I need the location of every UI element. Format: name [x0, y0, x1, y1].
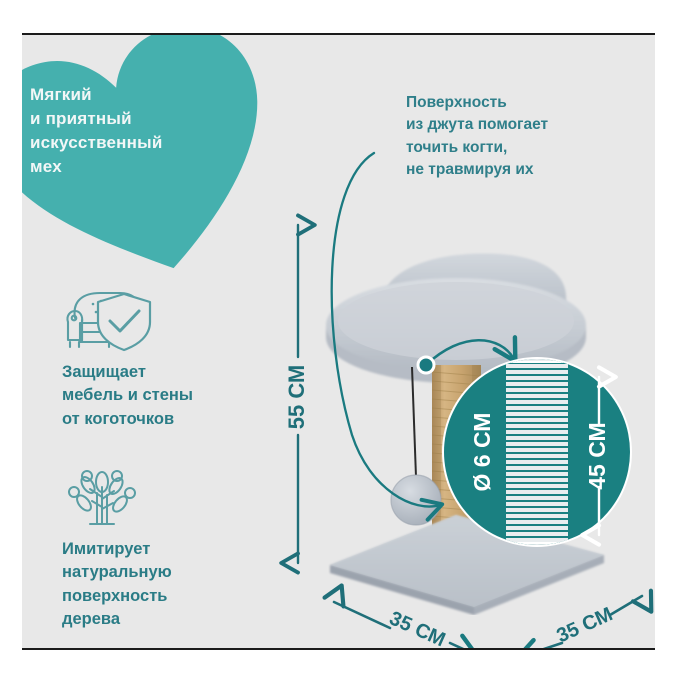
cat-tree-product-illustration [304, 215, 655, 615]
feature-natural-wood-surface: Имитирует натуральную поверхность дерева [62, 467, 277, 632]
feature-label: Защищает мебель и стены от коготочков [62, 363, 193, 428]
heart-shape-icon [22, 35, 258, 269]
jute-callout-text: Поверхность из джута помогает точить ког… [406, 94, 549, 179]
heart-callout: Мягкий и приятный искусственный мех [22, 35, 312, 287]
infographic-panel: Мягкий и приятный искусственный мех Пове… [22, 33, 655, 650]
tree-icon [62, 467, 277, 529]
feature-label: Имитирует натуральную поверхность дерева [62, 540, 172, 629]
heart-callout-text: Мягкий и приятный искусственный мех [30, 85, 163, 177]
armchair-shield-check-icon [62, 290, 277, 352]
feature-protects-furniture: Защищает мебель и стены от коготочков [62, 290, 277, 431]
